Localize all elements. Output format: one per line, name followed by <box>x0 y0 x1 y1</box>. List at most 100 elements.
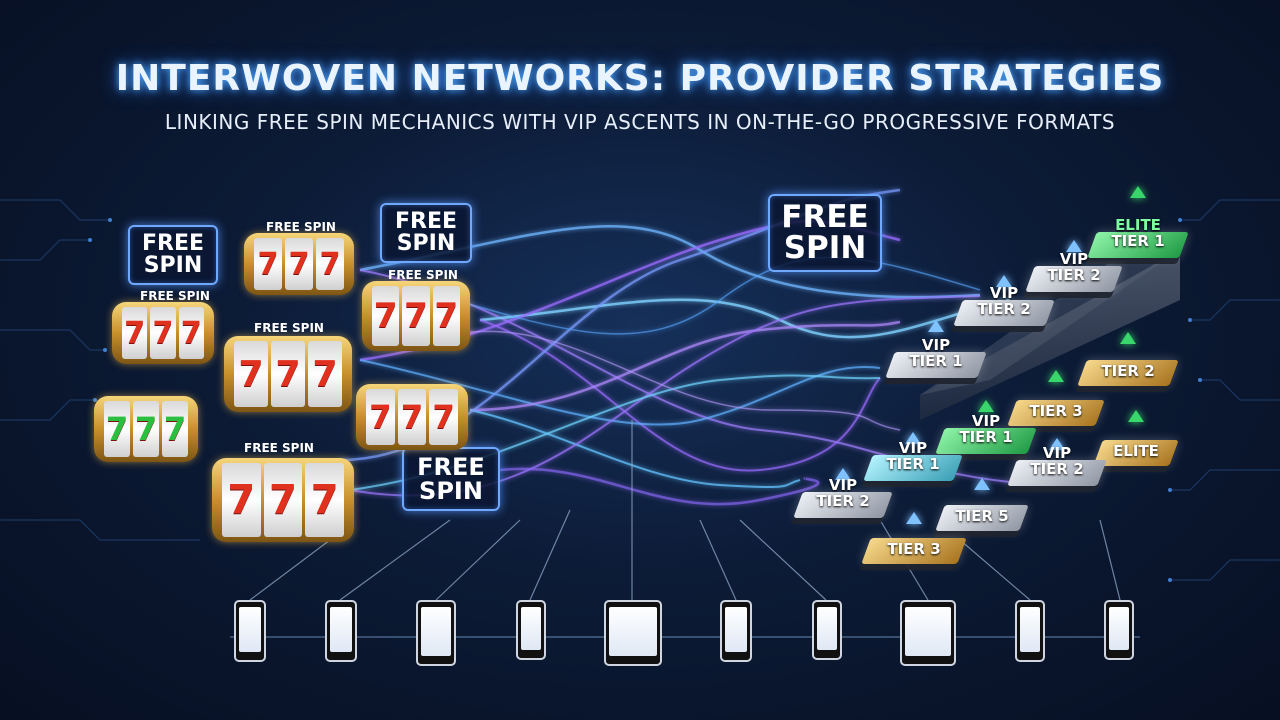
tier-label-line: TIER 1 <box>1111 231 1165 250</box>
tier-label-line: TIER 1 <box>909 351 963 370</box>
device-screen <box>905 607 951 656</box>
reel-cell: 7 <box>254 238 282 290</box>
tier-label: TIER 2 <box>1082 362 1174 380</box>
mobile-device-icon <box>416 600 456 666</box>
tier-label-line: VIP <box>1042 444 1072 462</box>
mobile-device-icon <box>325 600 357 662</box>
device-screen <box>521 607 541 650</box>
tier-label-line: TIER 2 <box>1047 265 1101 284</box>
reel-cell: 7 <box>178 307 204 359</box>
reel-cell: 7 <box>271 341 305 407</box>
circuit-traces <box>0 199 1280 581</box>
device-screen <box>330 607 352 652</box>
device-screen <box>1020 607 1040 652</box>
page-title: INTERWOVEN NETWORKS: PROVIDER STRATEGIES <box>115 58 1165 99</box>
reel-cell: 7 <box>429 389 459 445</box>
device-connectors <box>230 420 1140 638</box>
tier-label-line: TIER 3 <box>1029 402 1083 420</box>
reel-cell: 7 <box>234 341 268 407</box>
reel-cell: 7 <box>104 401 130 457</box>
reel-label: FREE SPIN <box>140 289 210 303</box>
up-arrow-icon <box>928 320 944 332</box>
badge-line-2: SPIN <box>143 253 203 278</box>
free-spin-badge: FREE SPIN <box>380 203 472 263</box>
reel-cell: 7 <box>366 389 395 445</box>
reel-cell: 7 <box>397 389 427 445</box>
reel-cell: 7 <box>263 463 303 537</box>
tier-label-line: TIER 1 <box>959 427 1013 446</box>
device-screen <box>725 607 747 652</box>
badge-line-2: SPIN <box>419 477 483 505</box>
up-arrow-icon <box>906 512 922 524</box>
tier-label-line: ELITE <box>1113 442 1159 460</box>
free-spin-badge: FREE SPIN <box>128 225 218 285</box>
reel-cell: 7 <box>162 401 188 457</box>
device-screen <box>817 607 837 650</box>
up-arrow-icon <box>1066 240 1082 252</box>
mobile-device-icon <box>720 600 752 662</box>
reel-cell: 7 <box>122 307 148 359</box>
reel-label: FREE SPIN <box>388 268 458 282</box>
reel-cell: 7 <box>285 238 313 290</box>
badge-line-1: FREE <box>417 453 485 481</box>
circuit-nodes <box>88 218 1202 582</box>
free-spin-badge: FREE SPIN <box>402 447 500 511</box>
up-arrow-icon <box>1130 186 1146 198</box>
reel-label: FREE SPIN <box>244 441 314 455</box>
device-screen <box>609 607 657 656</box>
reel-cell: 7 <box>402 286 430 346</box>
reel-label: FREE SPIN <box>266 220 336 234</box>
tier-label: TIER 5 <box>940 507 1024 525</box>
reel-cell: 7 <box>133 401 159 457</box>
up-arrow-icon <box>1048 370 1064 382</box>
reel-cell: 7 <box>150 307 176 359</box>
tier-label-line: VIP <box>921 336 951 354</box>
tier-label-line: TIER 1 <box>886 454 940 473</box>
reel-cell: 7 <box>432 286 460 346</box>
mobile-device-icon <box>1104 600 1134 660</box>
tier-label-line: VIP <box>989 284 1019 302</box>
mobile-device-icon <box>604 600 662 666</box>
tier-label-line: VIP <box>828 476 858 494</box>
tier-label-line: TIER 2 <box>816 491 870 510</box>
mobile-device-icon <box>900 600 956 666</box>
badge-line-1: FREE <box>394 209 458 234</box>
tier-label-line: VIP <box>898 439 928 457</box>
up-arrow-icon <box>905 432 921 444</box>
tier-label: TIER 3 <box>1012 402 1100 420</box>
device-screen <box>421 607 451 656</box>
badge-line-1: FREE <box>141 231 205 256</box>
tier-label-line: TIER 2 <box>1101 362 1155 380</box>
up-arrow-icon <box>1120 332 1136 344</box>
page-subtitle: LINKING FREE SPIN MECHANICS WITH VIP ASC… <box>164 110 1116 134</box>
mobile-device-icon <box>1015 600 1045 662</box>
tier-label-line: VIP <box>1059 250 1089 268</box>
tier-label-line: VIP <box>971 412 1001 430</box>
reel-cell: 7 <box>222 463 261 537</box>
tier-label-line: TIER 5 <box>955 507 1009 525</box>
device-screen <box>1109 607 1129 650</box>
up-arrow-icon <box>996 275 1012 287</box>
badge-line-2: SPIN <box>396 231 456 256</box>
device-screen <box>239 607 261 652</box>
free-spin-badge: FREE SPIN <box>768 194 882 272</box>
reel-label: FREE SPIN <box>254 321 324 335</box>
mobile-device-icon <box>516 600 546 660</box>
up-arrow-icon <box>978 400 994 412</box>
reel-cell: 7 <box>308 341 342 407</box>
tier-label: TIER 3 <box>866 541 962 558</box>
up-arrow-icon <box>835 468 851 480</box>
